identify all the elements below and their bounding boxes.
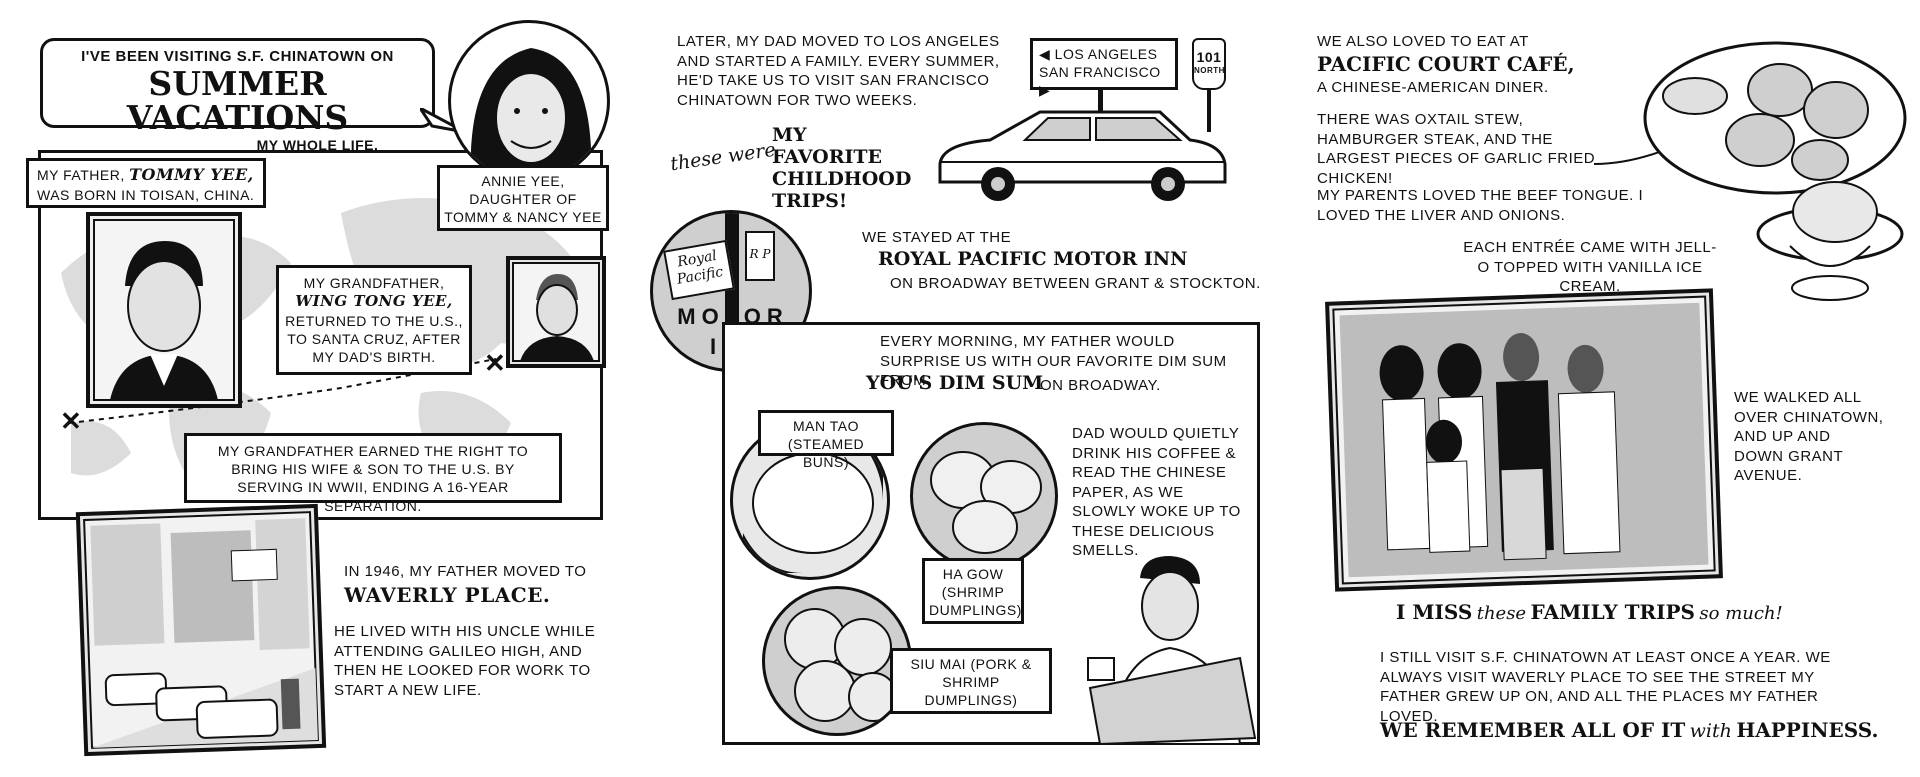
marker-x-california: ✕ (60, 406, 82, 436)
route-sign-post (1207, 90, 1211, 132)
miss-text-3: FAMILY TRIPS (1530, 600, 1695, 624)
waverly-place-street-photo (75, 503, 327, 757)
miss-text-1: I MISS (1396, 600, 1473, 624)
route-direction: NORTH (1194, 66, 1225, 76)
annie-caption-line-2: DAUGHTER OF (469, 191, 577, 208)
arrow-right-icon: ▶ (1039, 82, 1051, 99)
on-broadway-text: ON BROADWAY. (1040, 377, 1161, 394)
father-caption-pre: MY FATHER, (37, 167, 130, 183)
earned-right-caption: MY GRANDFATHER EARNED THE RIGHT TO BRING… (184, 433, 562, 514)
ha-gow-text: HA GOW (SHRIMP DUMPLINGS) (929, 566, 1022, 619)
beef-tongue-text: MY PARENTS LOVED THE BEEF TONGUE. I LOVE… (1317, 187, 1644, 224)
miss-family-trips-heading: I MISS these FAMILY TRIPS so much! (1396, 600, 1876, 624)
intro-top-text: I'VE BEEN VISITING S.F. CHINATOWN ON (81, 48, 394, 65)
father-name: TOMMY YEE, (129, 165, 254, 184)
intro-speech-bubble: I'VE BEEN VISITING S.F. CHINATOWN ON SUM… (40, 38, 435, 153)
remember-text-3: HAPPINESS. (1736, 718, 1879, 742)
grandfather-caption-post: RETURNED TO THE U.S., TO SANTA CRUZ, AFT… (285, 312, 463, 366)
every-morning-text: EVERY MORNING, MY FATHER WOULD SURPRISE … (880, 332, 1240, 391)
remember-heading: WE REMEMBER ALL OF IT with HAPPINESS. (1380, 718, 1880, 742)
yous-dim-sum-title: YOU'S DIM SUM (866, 372, 1044, 394)
stayed-text: WE STAYED AT THE (862, 229, 1012, 246)
grandfather-name: WING TONG YEE, (295, 292, 453, 311)
grandfather-caption-pre: MY GRANDFATHER, (303, 275, 445, 291)
father-portrait-photo (86, 212, 242, 408)
waverly-place-title: WAVERLY PLACE. (344, 582, 551, 607)
intro-title: SUMMER VACATIONS (126, 63, 349, 138)
pacific-court-cafe-title: PACIFIC COURT CAFÉ, (1317, 52, 1575, 76)
annie-caption: ANNIE YEE, DAUGHTER OF TOMMY & NANCY YEE (437, 165, 609, 231)
road-sign: ◀ LOS ANGELES SAN FRANCISCO ▶ (1030, 38, 1178, 98)
still-visit-text: I STILL VISIT S.F. CHINATOWN AT LEAST ON… (1380, 649, 1831, 725)
these-were-text: these were (668, 138, 777, 176)
annie-yee-portrait (448, 20, 610, 182)
earned-right-text: MY GRANDFATHER EARNED THE RIGHT TO BRING… (217, 443, 529, 514)
oxtail-text: THERE WAS OXTAIL STEW, HAMBURGER STEAK, … (1317, 111, 1596, 187)
moved-caption: IN 1946, MY FATHER MOVED TO WAVERLY PLAC… (344, 562, 614, 608)
fried-chicken-plate-illustration (1643, 41, 1907, 195)
route-number: 101 (1196, 49, 1222, 65)
remember-text-1: WE REMEMBER ALL OF IT (1380, 718, 1686, 742)
diner-text: A CHINESE-AMERICAN DINER. (1317, 79, 1549, 96)
annie-caption-line-1: ANNIE YEE, (481, 173, 565, 189)
panel-3: WE ALSO LOVED TO EAT AT PACIFIC COURT CA… (1280, 0, 1920, 777)
siu-mai-label: SIU MAI (PORK & SHRIMP DUMPLINGS) (890, 648, 1052, 714)
annie-caption-line-3: TOMMY & NANCY YEE (444, 209, 602, 226)
later-text: LATER, MY DAD MOVED TO LOS ANGELES AND S… (677, 33, 1000, 109)
sign-row-sf: SAN FRANCISCO ▶ (1039, 63, 1169, 99)
ha-gow-label: HA GOW (SHRIMP DUMPLINGS) (922, 558, 1024, 624)
royal-pacific-motor-inn-title: ROYAL PACIFIC MOTOR INN (878, 248, 1188, 270)
broadway-location-text: ON BROADWAY BETWEEN GRANT & STOCKTON. (890, 275, 1261, 292)
grandfather-portrait-photo (506, 256, 606, 368)
station-wagon-car-illustration (938, 110, 1227, 201)
miss-text-4: so much! (1699, 603, 1783, 624)
sign-rp-plate: R P (745, 231, 775, 281)
walked-chinatown-text: WE WALKED ALL OVER CHINATOWN, AND UP AND… (1734, 389, 1884, 484)
siu-mai-text: SIU MAI (PORK & SHRIMP DUMPLINGS) (910, 656, 1032, 709)
father-caption: MY FATHER, TOMMY YEE, WAS BORN IN TOISAN… (26, 158, 266, 208)
ha-gow-illustration (910, 422, 1058, 570)
family-photo (1325, 288, 1723, 592)
panel-2: LATER, MY DAD MOVED TO LOS ANGELES AND S… (640, 0, 1280, 777)
sign-san-francisco: SAN FRANCISCO (1039, 64, 1161, 81)
remember-text-2: with (1689, 720, 1732, 742)
father-caption-post: WAS BORN IN TOISAN, CHINA. (37, 186, 255, 203)
jello-bowl-illustration (1756, 181, 1904, 301)
panel-1: ✕ ✕ I'VE BEEN VISITING S.F. CHINATOWN ON… (0, 0, 640, 777)
man-tao-text: MAN TAO (STEAMED BUNS) (787, 418, 865, 471)
sign-post (1098, 90, 1103, 118)
grandfather-caption: MY GRANDFATHER, WING TONG YEE, RETURNED … (276, 265, 472, 375)
lived-with-uncle-text: HE LIVED WITH HIS UNCLE WHILE ATTENDING … (334, 623, 596, 699)
moved-pre-text: IN 1946, MY FATHER MOVED TO (344, 563, 587, 580)
dad-reading-newspaper-illustration (1087, 556, 1257, 744)
sign-row-la: ◀ LOS ANGELES (1039, 45, 1169, 63)
sign-los-angeles: LOS ANGELES (1054, 46, 1158, 62)
man-tao-label: MAN TAO (STEAMED BUNS) (758, 410, 894, 470)
arrow-left-icon: ◀ (1039, 46, 1051, 62)
route-101-shield-icon: 101 NORTH (1192, 38, 1226, 90)
dad-coffee-text: DAD WOULD QUIETLY DRINK HIS COFFEE & REA… (1072, 425, 1241, 559)
intro-bottom-text: MY WHOLE LIFE. (256, 136, 379, 153)
favorite-childhood-trips-title: MY FAVORITE CHILDHOOD TRIPS! (772, 124, 912, 212)
miss-text-2: these (1476, 603, 1527, 624)
siu-mai-illustration (762, 586, 912, 736)
also-loved-text: WE ALSO LOVED TO EAT AT (1317, 33, 1529, 50)
jello-text: EACH ENTRÉE CAME WITH JELL-O TOPPED WITH… (1463, 239, 1717, 295)
marker-x-china: ✕ (484, 348, 506, 378)
